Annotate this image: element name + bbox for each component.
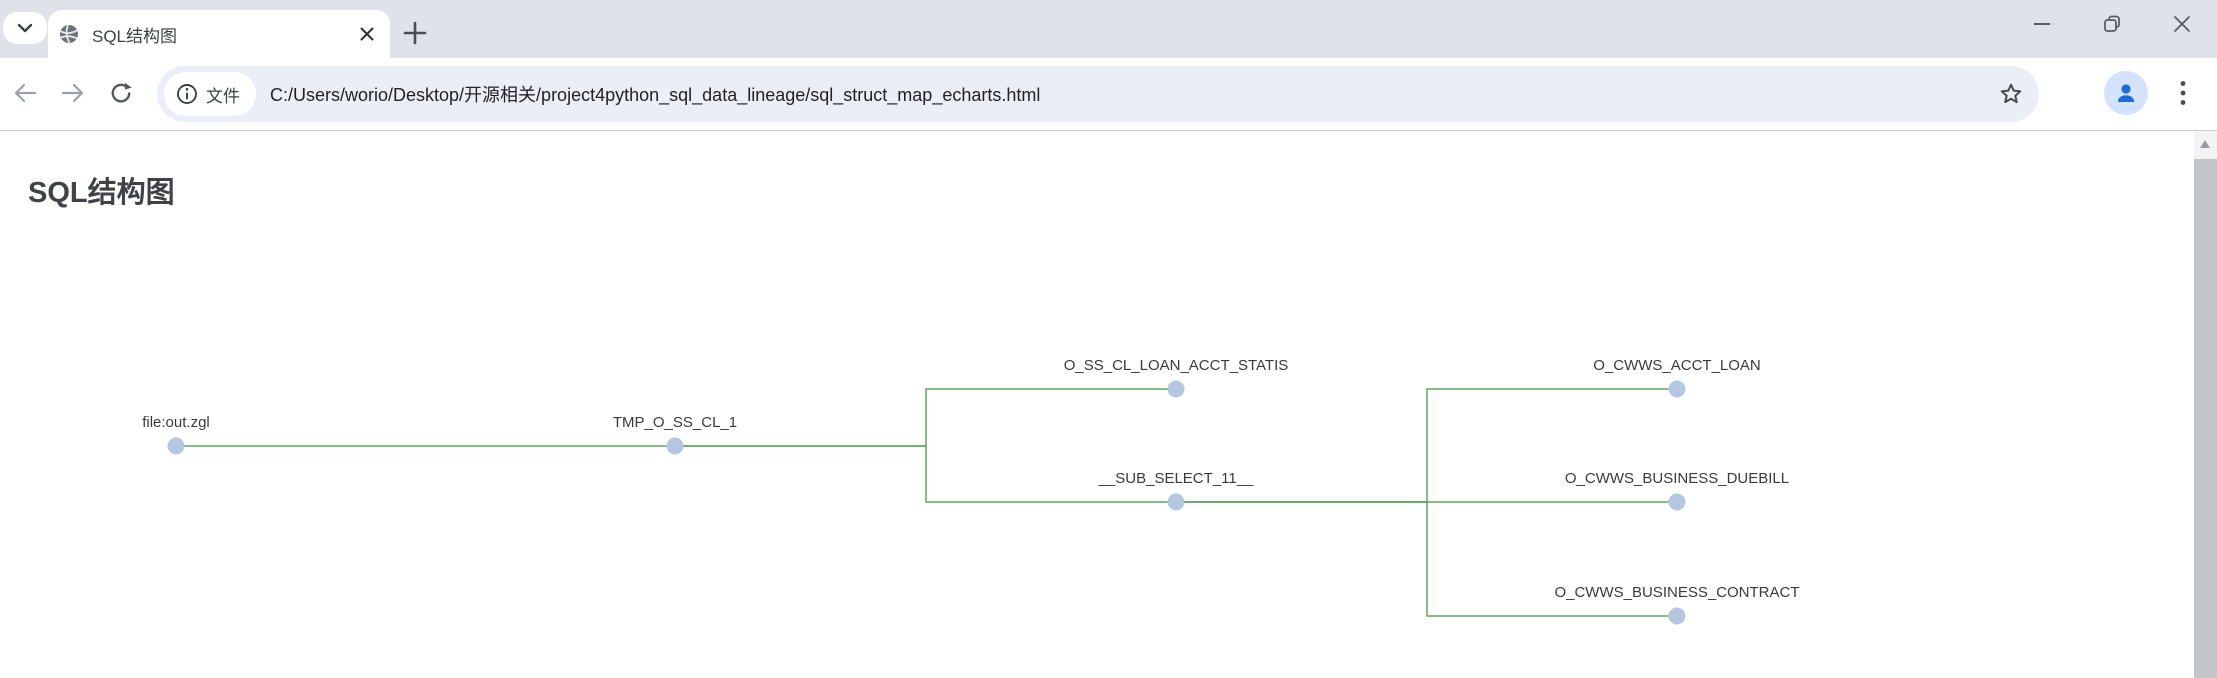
scheme-label: 文件 <box>206 86 240 106</box>
new-tab-button[interactable] <box>398 16 432 50</box>
site-info-chip[interactable]: 文件 <box>164 72 256 116</box>
sql-lineage-tree: file:out.zgl TMP_O_SS_CL_1 O_SS_CL_LOAN_AC… <box>142 357 1800 625</box>
minimize-icon <box>2032 14 2052 34</box>
vertical-scrollbar[interactable] <box>2194 131 2217 678</box>
restore-icon <box>2101 13 2123 35</box>
page-content: SQL结构图 file:out.zgl TMP_O_SS_CL_1 O_SS_CL_… <box>0 131 2217 678</box>
tree-edge <box>675 388 1176 447</box>
tree-node[interactable] <box>1668 380 1686 398</box>
back-arrow-icon <box>12 80 38 106</box>
tree-node-label: O_CWWS_BUSINESS_DUEBILL <box>1565 470 1789 487</box>
tree-node[interactable] <box>666 437 684 455</box>
close-icon <box>2172 14 2192 34</box>
reload-button[interactable] <box>98 70 144 116</box>
tab-title: SQL结构图 <box>92 26 178 46</box>
reload-icon <box>108 80 134 106</box>
tree-edge <box>675 445 1176 503</box>
tree-node-label: O_CWWS_BUSINESS_CONTRACT <box>1554 584 1799 601</box>
scrollbar-up-arrow[interactable] <box>2194 131 2217 157</box>
tab-close-button[interactable] <box>354 21 380 47</box>
close-icon <box>360 27 374 41</box>
bookmark-star-icon <box>1998 81 2024 107</box>
tree-edge <box>1176 501 1677 617</box>
page-title: SQL结构图 <box>28 177 175 209</box>
globe-icon <box>58 23 80 45</box>
tree-node[interactable] <box>1668 493 1686 511</box>
window-close-button[interactable] <box>2147 0 2217 48</box>
bookmark-button[interactable] <box>1989 72 2033 116</box>
tree-node[interactable] <box>1668 607 1686 625</box>
forward-button[interactable] <box>50 70 96 116</box>
tab-strip: SQL结构图 <box>0 0 2217 58</box>
tab-search-button[interactable] <box>3 12 47 44</box>
tree-node-label: O_CWWS_ACCT_LOAN <box>1593 357 1761 374</box>
window-controls <box>2007 0 2217 48</box>
chevron-down-icon <box>17 23 33 33</box>
url-text: C:/Users/worio/Desktop/开源相关/project4pyth… <box>270 85 1041 105</box>
tree-node[interactable] <box>1167 380 1185 398</box>
back-button[interactable] <box>2 70 48 116</box>
tree-node-label: TMP_O_SS_CL_1 <box>613 414 737 431</box>
tree-node-label: O_SS_CL_LOAN_ACCT_STATIS <box>1064 357 1289 374</box>
address-bar[interactable]: 文件 C:/Users/worio/Desktop/开源相关/project4p… <box>157 66 2039 122</box>
scrollbar-thumb[interactable] <box>2194 159 2217 678</box>
profile-avatar-icon <box>2112 79 2140 107</box>
tree-node[interactable] <box>167 437 185 455</box>
window-minimize-button[interactable] <box>2007 0 2077 48</box>
info-circle-icon <box>176 83 198 105</box>
browser-toolbar: 文件 C:/Users/worio/Desktop/开源相关/project4p… <box>0 58 2217 131</box>
window-restore-button[interactable] <box>2077 0 2147 48</box>
menu-kebab-button[interactable] <box>2163 70 2203 116</box>
kebab-menu-icon <box>2180 80 2186 106</box>
forward-arrow-icon <box>60 80 86 106</box>
tree-node[interactable] <box>1167 493 1185 511</box>
tree-node-label: __SUB_SELECT_11__ <box>1098 470 1254 487</box>
profile-avatar-button[interactable] <box>2104 71 2148 115</box>
plus-icon <box>402 20 428 46</box>
tree-node-label: file:out.zgl <box>142 414 210 431</box>
browser-tab[interactable]: SQL结构图 <box>48 10 390 58</box>
